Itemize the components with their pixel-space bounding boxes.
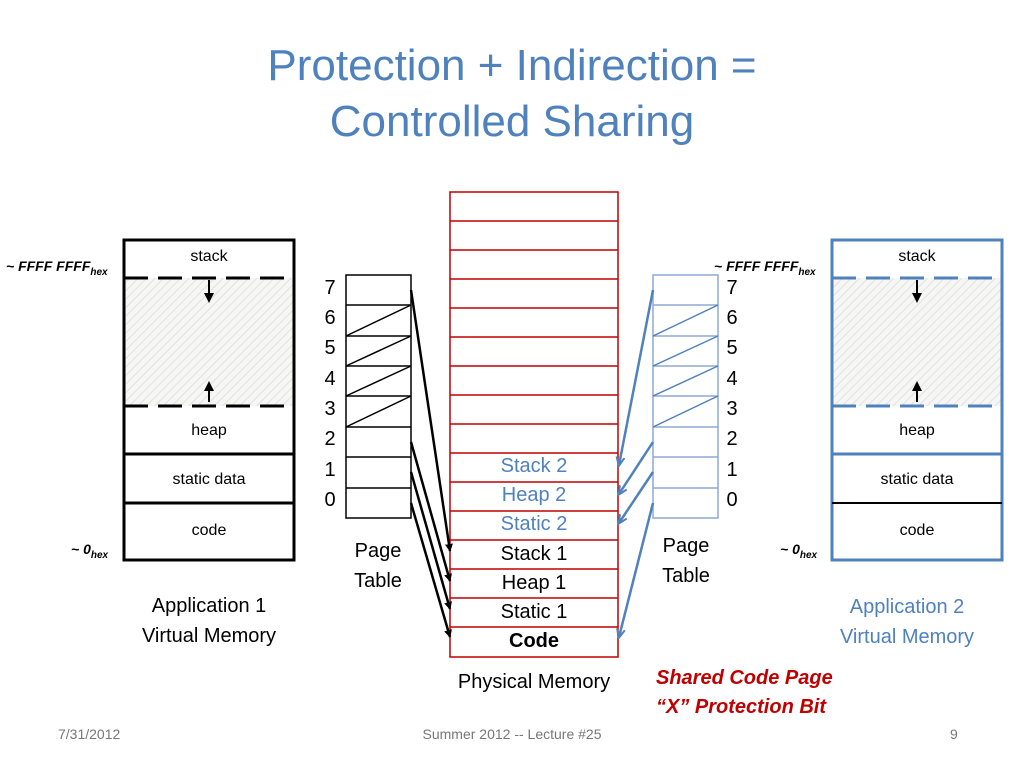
pm-stack2: Stack 2 xyxy=(500,455,568,477)
pt1-index: 3 xyxy=(324,398,336,420)
app1-mapping-arrows xyxy=(409,289,453,638)
page-table-2 xyxy=(652,274,719,519)
app2-heap-label: heap xyxy=(899,422,935,439)
app2-static-label: static data xyxy=(880,471,954,488)
title-line-2: Controlled Sharing xyxy=(329,97,695,146)
pt2-index: 5 xyxy=(726,337,738,359)
app2-addr-low: ~ 0hex xyxy=(780,541,818,561)
note-line-1: Shared Code Page xyxy=(656,667,833,689)
app2-addr-high: ~ FFFF FFFFhex xyxy=(714,258,816,278)
page-table-1 xyxy=(345,274,412,519)
pt1-index: 1 xyxy=(324,459,336,481)
slide-title: Protection + Indirection = Controlled Sh… xyxy=(0,38,1024,150)
title-line-1: Protection + Indirection = xyxy=(267,41,757,90)
pt1-index: 4 xyxy=(324,368,336,390)
physical-memory-labels: Stack 2 Heap 2 Static 2 Stack 1 Heap 1 S… xyxy=(450,192,618,657)
app1-addr-high: ~ FFFF FFFFhex xyxy=(6,258,108,278)
pt2-index: 2 xyxy=(726,428,738,450)
pt1-index: 6 xyxy=(324,307,336,329)
app1-addr-low: ~ 0hex xyxy=(71,541,109,561)
pm-stack1: Stack 1 xyxy=(500,543,568,565)
pm-code: Code xyxy=(509,630,559,652)
pt2-index: 6 xyxy=(726,307,738,329)
footer-date: 7/31/2012 xyxy=(58,726,121,742)
app2-code-label: code xyxy=(899,522,935,539)
pt1-index: 0 xyxy=(324,489,336,511)
pm-heap2: Heap 2 xyxy=(501,484,567,506)
physical-memory-caption: Physical Memory xyxy=(457,671,611,693)
app1-segments: stack heap static data code xyxy=(124,240,294,560)
pt2-index: 7 xyxy=(726,277,738,299)
shared-code-note: Shared Code Page “X” Protection Bit xyxy=(656,664,833,722)
app1-memory-box xyxy=(122,238,296,562)
app1-static-label: static data xyxy=(172,471,246,488)
app2-mapping-arrows xyxy=(619,289,655,637)
pt2-index: 3 xyxy=(726,398,738,420)
pm-static1: Static 1 xyxy=(500,601,568,623)
pt1-index: 7 xyxy=(324,277,336,299)
app1-code-label: code xyxy=(191,522,227,539)
pm-heap1: Heap 1 xyxy=(501,572,567,594)
note-line-2: “X” Protection Bit xyxy=(656,696,827,718)
footer-center: Summer 2012 -- Lecture #25 xyxy=(422,726,602,742)
page-table-2-indices: 7 6 5 4 3 2 1 0 xyxy=(722,275,742,518)
physical-memory-column xyxy=(449,191,619,658)
app2-stack-label: stack xyxy=(898,248,936,265)
pt2-index: 0 xyxy=(726,489,738,511)
pt2-index: 1 xyxy=(726,459,738,481)
app1-heap-label: heap xyxy=(191,422,227,439)
app2-segments: stack heap static data code xyxy=(832,240,1002,560)
footer-page-number: 9 xyxy=(950,726,958,742)
app1-stack-label: stack xyxy=(190,248,228,265)
pt1-index: 2 xyxy=(324,428,336,450)
pt1-index: 5 xyxy=(324,337,336,359)
page-table-1-indices: 7 6 5 4 3 2 1 0 xyxy=(320,275,340,518)
app2-memory-box xyxy=(830,238,1004,562)
pt2-index: 4 xyxy=(726,368,738,390)
pm-static2: Static 2 xyxy=(500,513,568,535)
